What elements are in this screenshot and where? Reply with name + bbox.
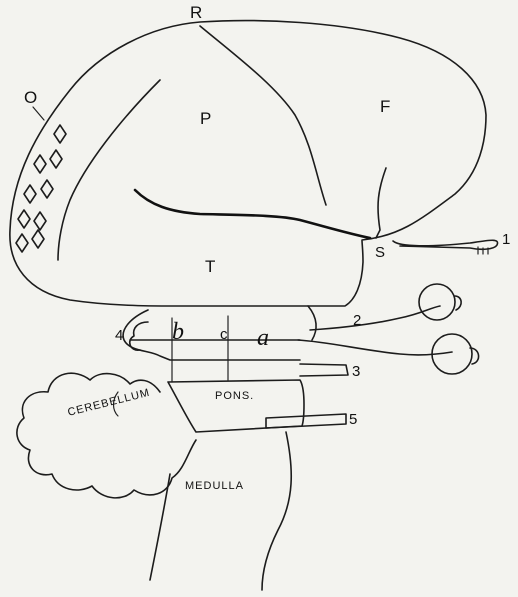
optic-nerve-lower — [298, 340, 452, 355]
occipital-diamonds — [16, 125, 66, 252]
nerve-5 — [266, 414, 346, 428]
pons-outline — [168, 380, 304, 432]
label-T: T — [205, 258, 215, 275]
nerve-3 — [300, 364, 348, 376]
label-4: 4 — [115, 328, 123, 343]
label-P: P — [200, 110, 211, 127]
label-O: O — [24, 89, 37, 106]
olfactory-tract — [393, 240, 498, 249]
eyeball-upper — [419, 284, 455, 320]
label-1: 1 — [502, 232, 510, 247]
label-medulla: MEDULLA — [185, 481, 244, 492]
medulla-left — [150, 474, 170, 580]
label-R: R — [190, 4, 202, 21]
label-S: S — [375, 245, 385, 260]
label-F: F — [380, 98, 390, 115]
label-a: a — [257, 326, 269, 350]
base-right — [308, 306, 316, 340]
occipital-curve — [58, 80, 160, 260]
cerebrum-outline — [10, 21, 486, 306]
label-b: b — [172, 320, 184, 344]
base-upper — [123, 310, 300, 360]
frontal-curve — [376, 168, 386, 238]
medulla-right — [262, 432, 291, 590]
label-5: 5 — [349, 412, 357, 427]
nerve-4 — [130, 322, 148, 350]
central-fissure — [200, 26, 326, 205]
sylvian-fissure — [135, 190, 370, 238]
label-c: c — [220, 327, 228, 342]
label-pons: PONS. — [215, 391, 254, 402]
label-2: 2 — [353, 313, 361, 328]
label-3: 3 — [352, 364, 360, 379]
